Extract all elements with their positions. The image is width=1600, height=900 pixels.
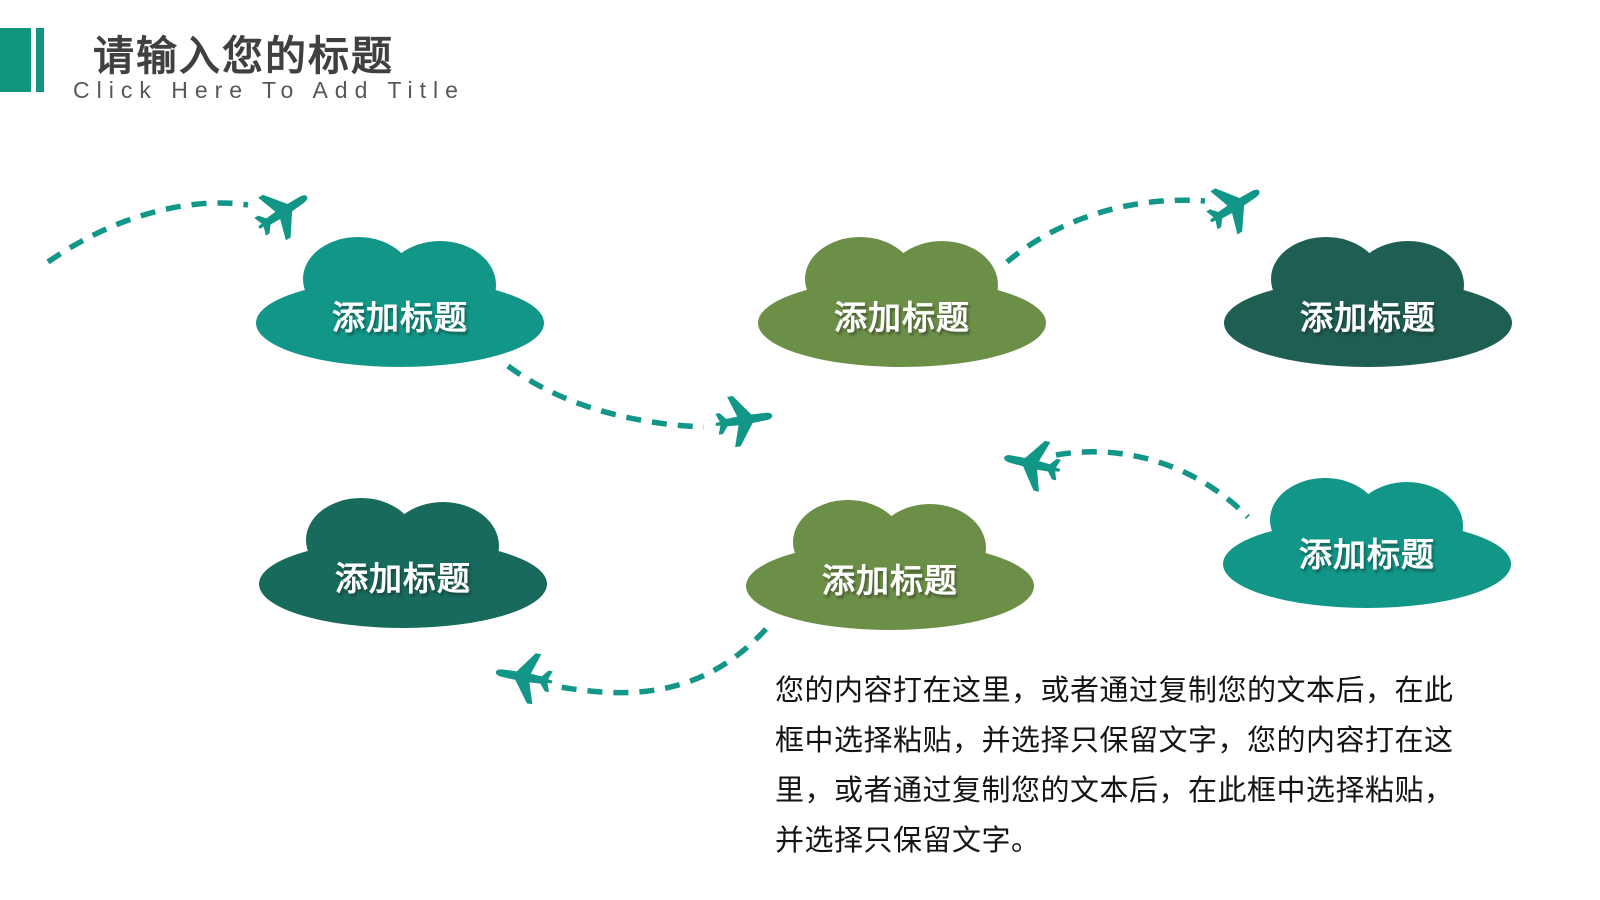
cloud-icon <box>1223 478 1511 608</box>
flight-path-4 <box>1055 449 1250 519</box>
cloud-icon <box>746 500 1034 630</box>
airplane-icon <box>491 647 557 708</box>
cloud-shape-1[interactable]: 添加标题 <box>255 227 545 367</box>
cloud-shape-3[interactable]: 添加标题 <box>1223 227 1513 367</box>
cloud-shape-6[interactable]: 添加标题 <box>1222 468 1512 608</box>
flight-path-5 <box>559 627 769 696</box>
flight-path-3 <box>1005 197 1206 265</box>
header-accent-bar <box>36 28 44 92</box>
body-text-line: 并选择只保留文字。 <box>775 825 1041 857</box>
cloud-shape-5[interactable]: 添加标题 <box>745 490 1035 630</box>
flight-path-1 <box>46 200 249 265</box>
body-text-line: 框中选择粘贴，并选择只保留文字，您的内容打在这 <box>775 725 1454 757</box>
cloud-shape-4[interactable]: 添加标题 <box>258 488 548 628</box>
flight-paths <box>46 197 1250 696</box>
cloud-icon <box>259 498 547 628</box>
cloud-icon <box>1224 237 1512 367</box>
page-title[interactable]: 请输入您的标题 <box>93 33 394 79</box>
airplane-icon <box>998 432 1066 496</box>
cloud-label: 添加标题 <box>822 562 958 599</box>
flight-path-2 <box>506 363 705 430</box>
cloud-label: 添加标题 <box>834 299 970 336</box>
cloud-icon <box>758 237 1046 367</box>
body-text-line: 里，或者通过复制您的文本后，在此框中选择粘贴， <box>775 775 1454 807</box>
cloud-label: 添加标题 <box>335 560 471 597</box>
cloud-label: 添加标题 <box>332 299 468 336</box>
cloud-icon <box>256 237 544 367</box>
header-accent-block <box>0 28 31 92</box>
cloud-label: 添加标题 <box>1299 536 1435 573</box>
page-subtitle: Click Here To Add Title <box>73 77 465 103</box>
airplane-icon <box>711 390 777 450</box>
cloud-shape-2[interactable]: 添加标题 <box>757 227 1047 367</box>
body-text[interactable]: 您的内容打在这里，或者通过复制您的文本后，在此 框中选择粘贴，并选择只保留文字，… <box>775 666 1475 866</box>
body-text-line: 您的内容打在这里，或者通过复制您的文本后，在此 <box>775 675 1454 707</box>
cloud-label: 添加标题 <box>1300 299 1436 336</box>
